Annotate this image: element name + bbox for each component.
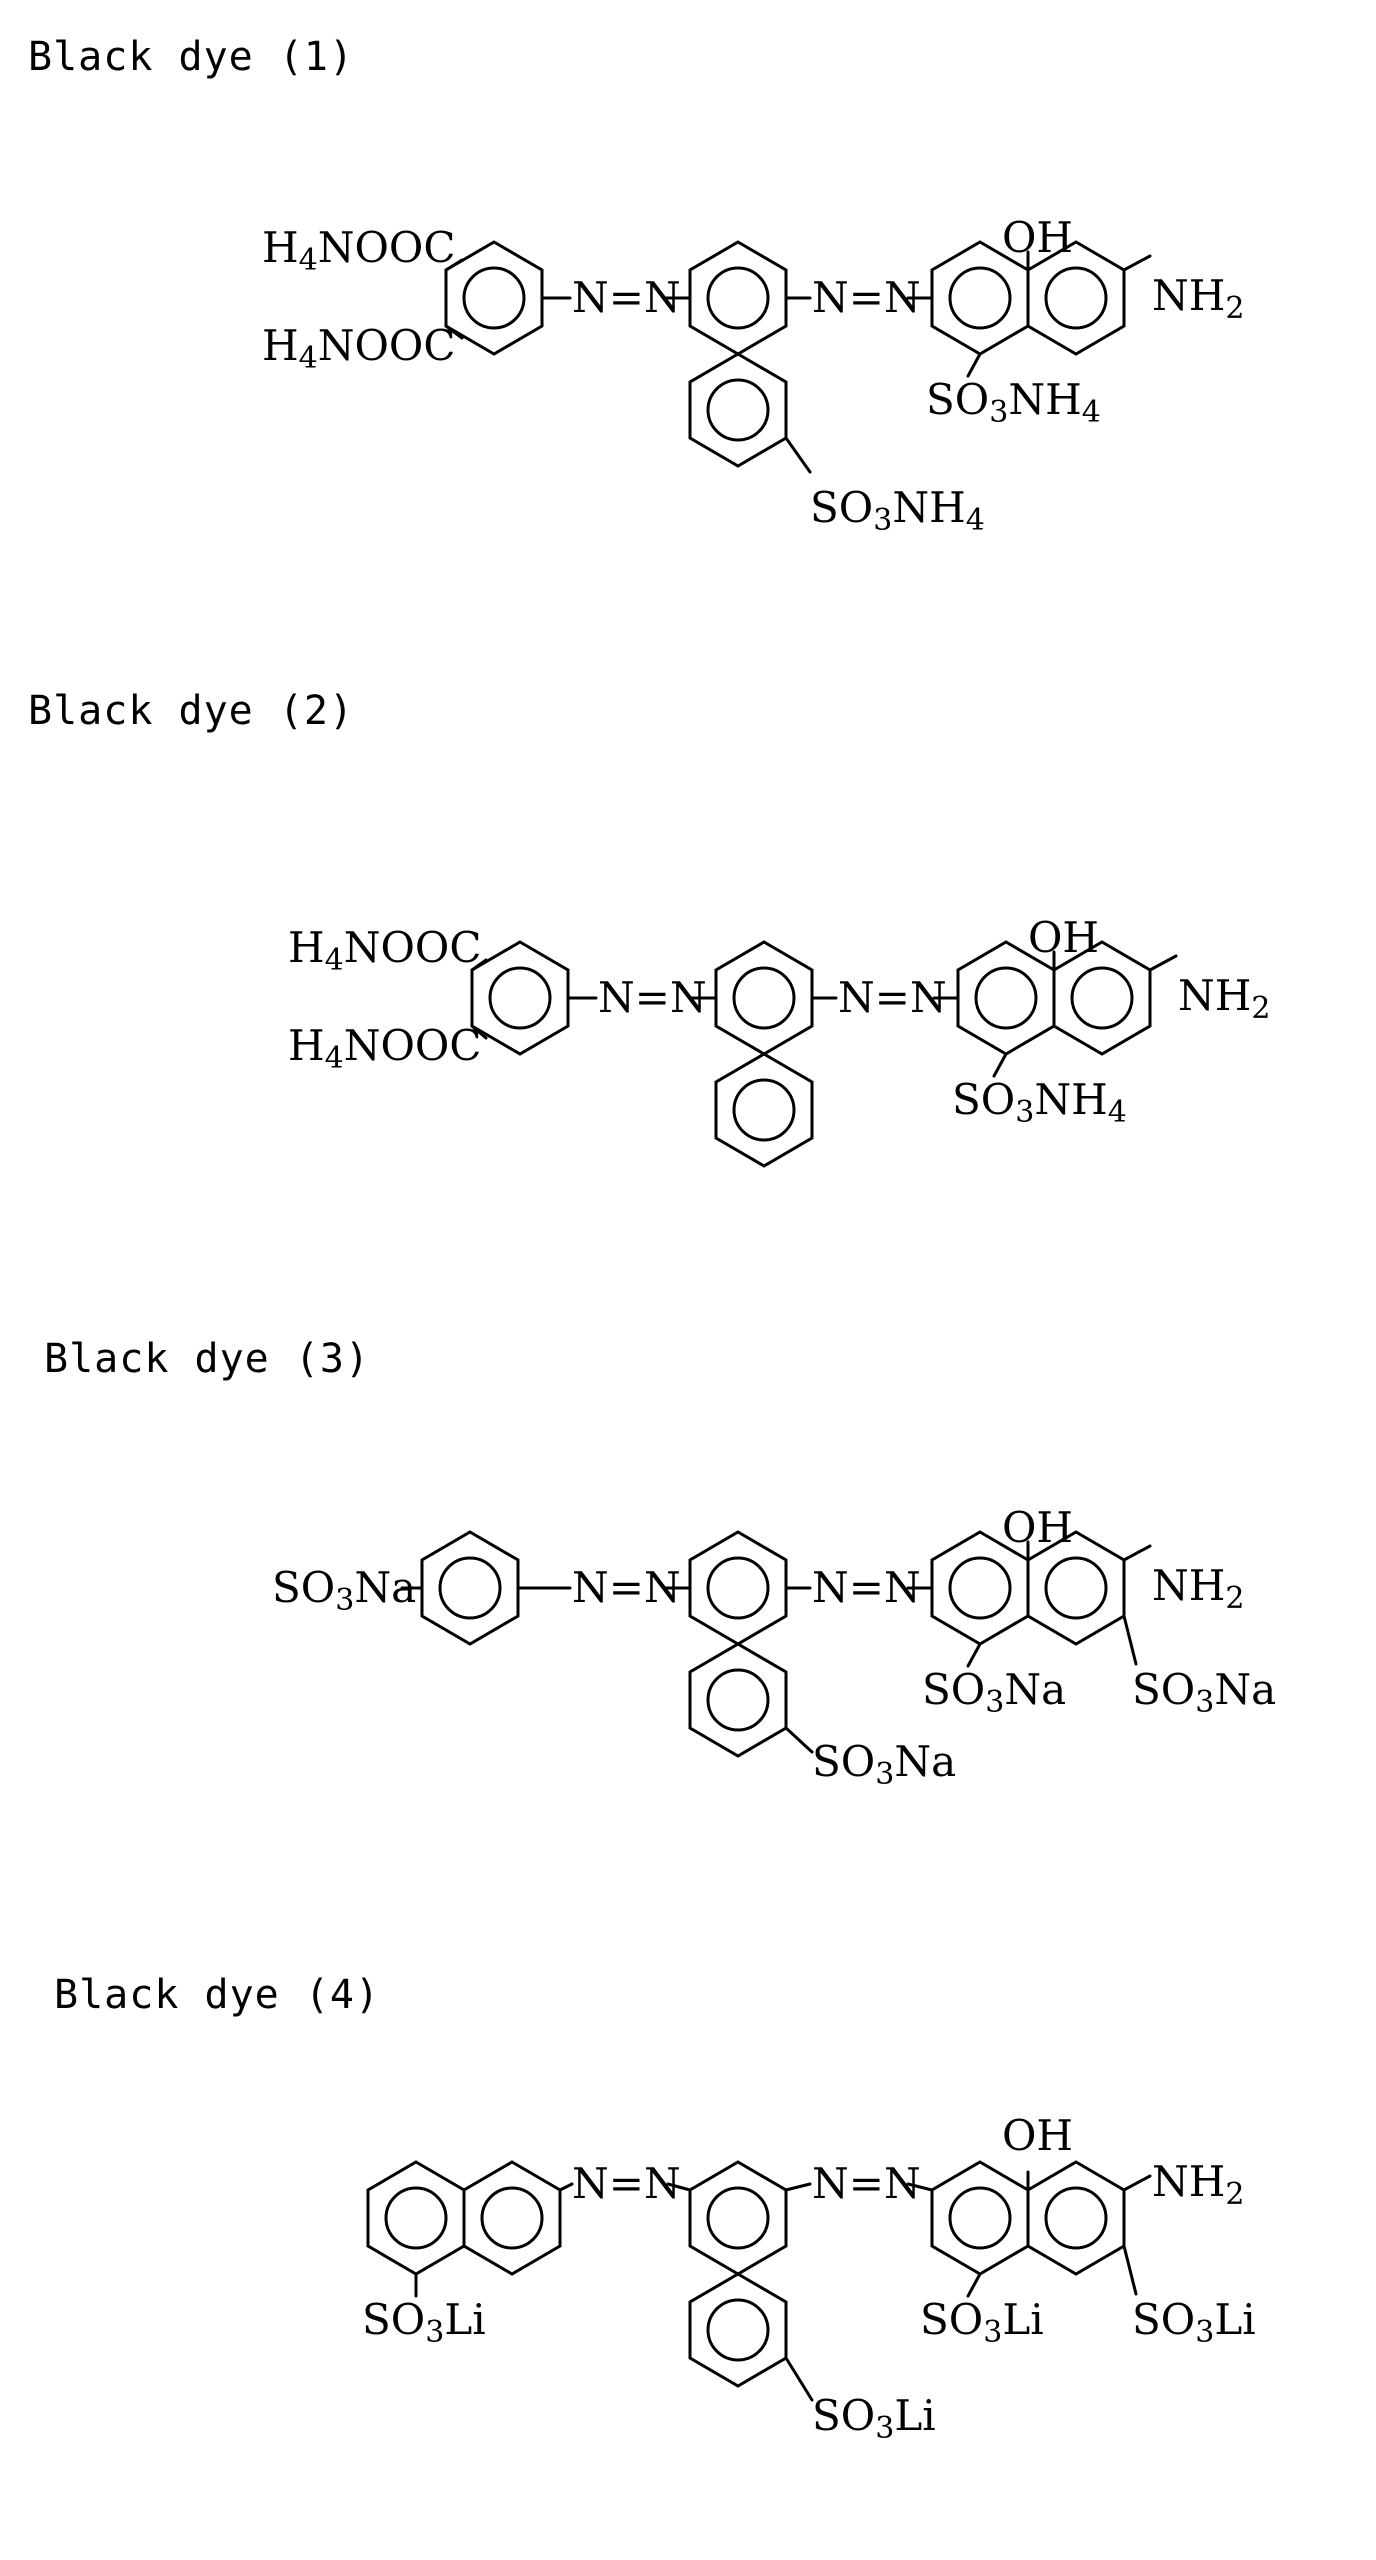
dye-2-group-top-left: H4NOOC: [288, 923, 482, 978]
dye-1-group-bottom-left: H4NOOC: [262, 321, 456, 376]
dye-1-amino: NH2: [1152, 271, 1244, 326]
dye-3-amino: NH2: [1152, 1561, 1244, 1616]
dye-2-hydroxy: OH: [1028, 913, 1099, 962]
dye-1-naphthol-sulfonate: SO3NH4: [926, 375, 1101, 430]
dye-3-left-group: SO3Na: [272, 1563, 416, 1618]
dye-4-naphthol-sulfonate-b: SO3Li: [1132, 2295, 1256, 2350]
dye-4-structure: SO3Li N=N N=N OH NH2 SO3Li SO3Li SO3Li: [0, 2100, 1376, 2520]
dye-1-title: Black dye (1): [28, 34, 354, 80]
dye-1-structure: H4NOOC H4NOOC N=N N=N OH NH2 SO3NH4 SO3N…: [0, 180, 1376, 610]
dye-1-azo-2: N=N: [812, 273, 921, 322]
dye-3-middle-naphthalene: [690, 1532, 786, 1756]
dye-4-naphthol-sulfonate-a: SO3Li: [920, 2295, 1044, 2350]
dye-1-middle-naphthalene: [690, 242, 786, 466]
dye-2-azo-1: N=N: [598, 973, 707, 1022]
dye-4-left-sulfonate: SO3Li: [362, 2295, 486, 2350]
dye-4-title: Black dye (4): [54, 1972, 380, 2018]
dye-4-azo-1: N=N: [572, 2159, 681, 2208]
dye-1-mid-sulfonate: SO3NH4: [810, 483, 985, 538]
dye-2-structure: H4NOOC H4NOOC N=N N=N OH NH2 SO3NH4: [0, 880, 1376, 1260]
dye-3-naphthol-sulfonate-b: SO3Na: [1132, 1665, 1276, 1720]
dye-2-title: Black dye (2): [28, 688, 354, 734]
dye-3-azo-1: N=N: [572, 1563, 681, 1612]
dye-4-middle-naphthalene: [690, 2162, 786, 2386]
dye-4-amino: NH2: [1152, 2157, 1244, 2212]
dye-2-amino: NH2: [1178, 971, 1270, 1026]
dye-3-mid-sulfonate: SO3Na: [812, 1737, 956, 1792]
dye-2-group-bottom-left: H4NOOC: [288, 1021, 482, 1076]
dye-3-azo-2: N=N: [812, 1563, 921, 1612]
dye-4-hydroxy: OH: [1002, 2111, 1073, 2160]
dye-4-left-naphthalene: [368, 2162, 560, 2274]
dye-1-hydroxy: OH: [1002, 213, 1073, 262]
dye-3-structure: SO3Na N=N N=N OH NH2 SO3Na SO3Na SO3Na: [0, 1470, 1376, 1850]
dye-3-title: Black dye (3): [44, 1336, 370, 1382]
dye-2-middle-naphthalene: [716, 942, 812, 1166]
dye-4-azo-2: N=N: [812, 2159, 921, 2208]
dye-2-naphthol-sulfonate: SO3NH4: [952, 1075, 1127, 1130]
dye-4-mid-sulfonate: SO3Li: [812, 2391, 936, 2446]
dye-3-hydroxy: OH: [1002, 1503, 1073, 1552]
dye-3-benzene-ring: [422, 1532, 518, 1644]
dye-2-azo-2: N=N: [838, 973, 947, 1022]
dye-1-group-top-left: H4NOOC: [262, 223, 456, 278]
dye-3-naphthol-sulfonate-a: SO3Na: [922, 1665, 1066, 1720]
dye-1-azo-1: N=N: [572, 273, 681, 322]
